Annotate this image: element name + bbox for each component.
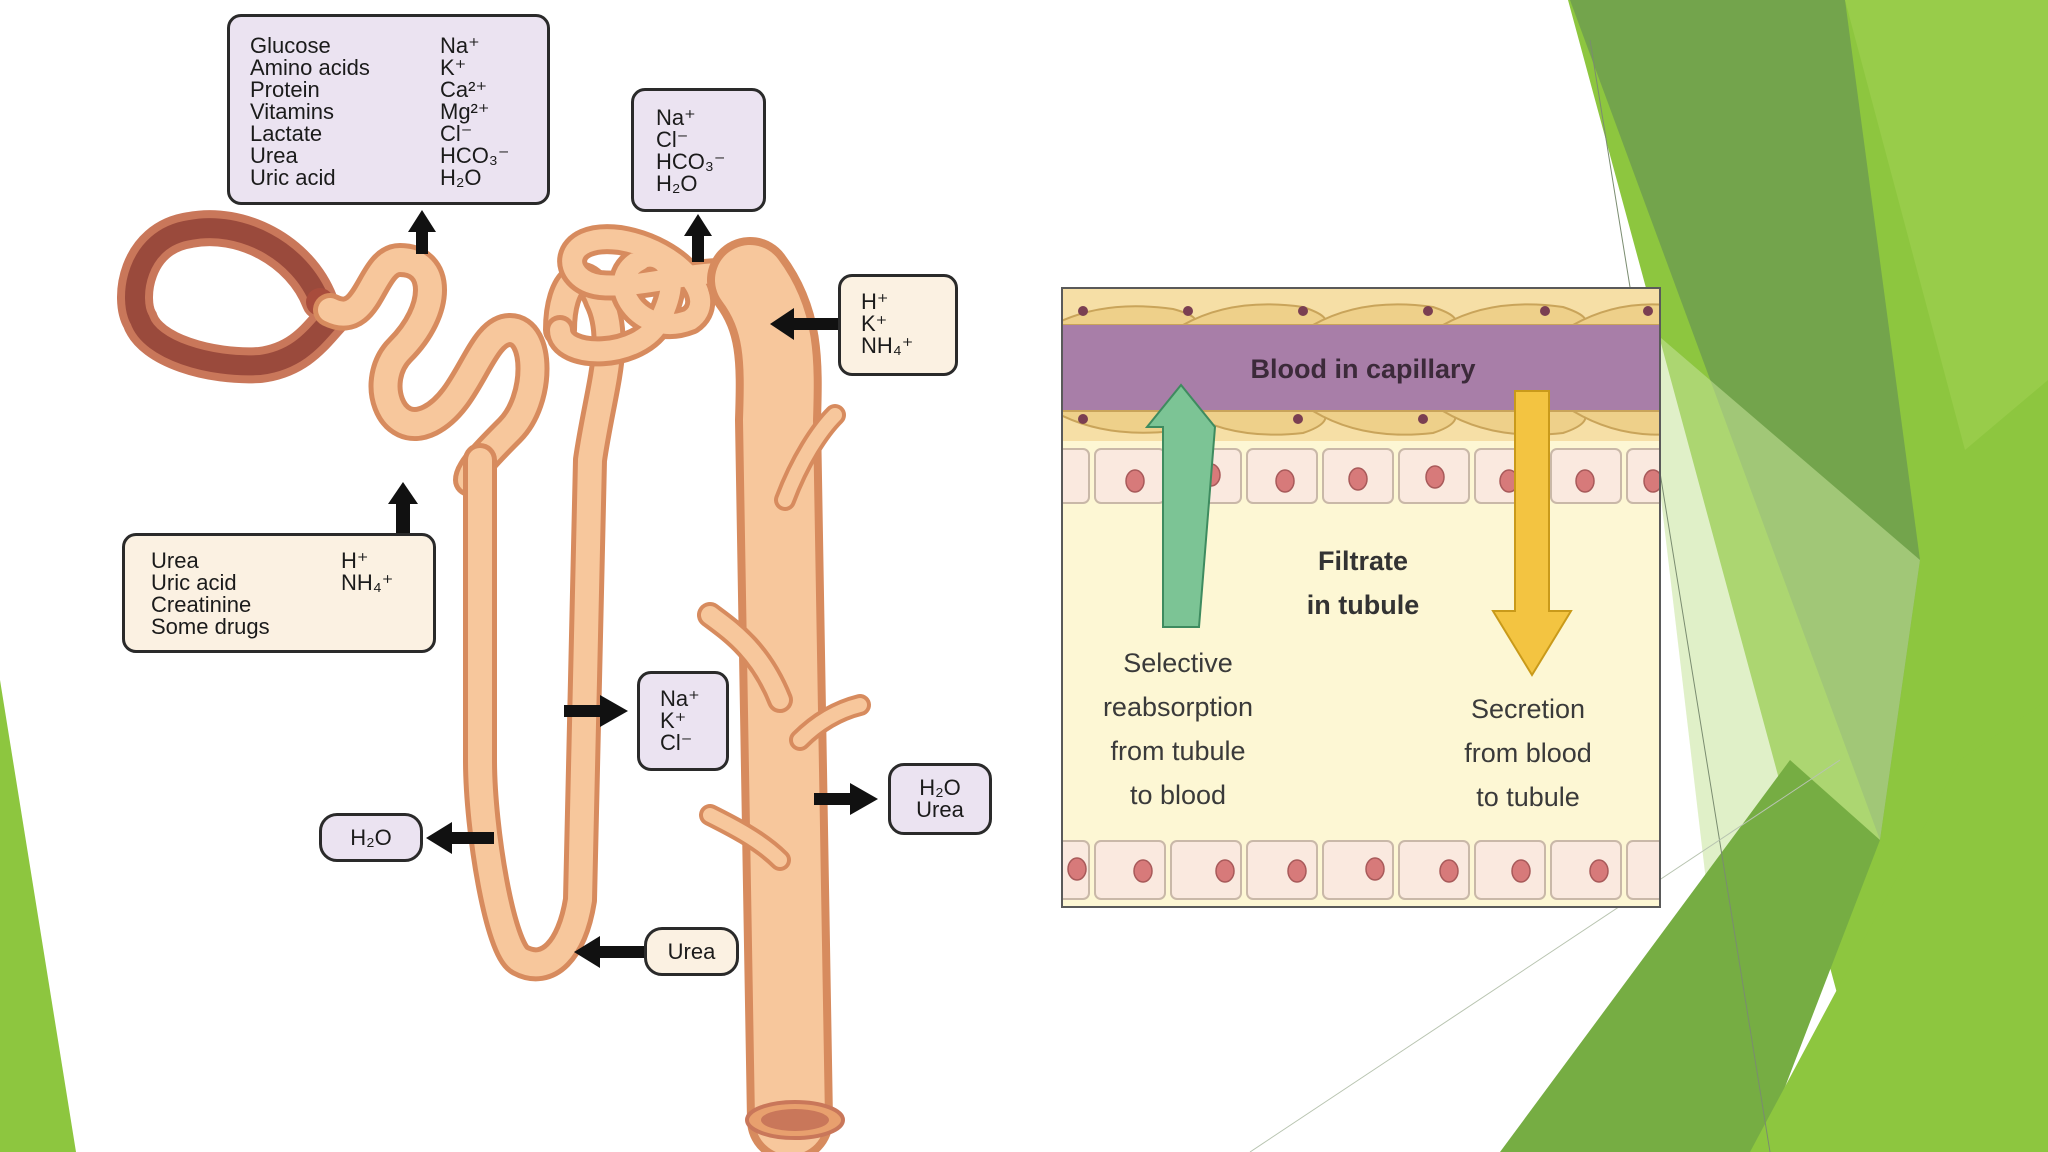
reabsorption-arrow (1144, 383, 1217, 628)
pct-ion: HCO₃⁻ (440, 143, 510, 168)
pct-ion: K⁺ (440, 55, 467, 80)
filtrate-line-2: in tubule (1306, 590, 1420, 620)
pct-ion: Na⁺ (440, 33, 480, 58)
reabsorption-line-4: to blood (1129, 780, 1227, 810)
pct-ion: Mg²⁺ (440, 99, 490, 124)
pct-ion: Cl⁻ (440, 121, 473, 146)
pct-secreted-item: Creatinine (151, 592, 252, 617)
loop-urea-label: Urea (667, 938, 716, 964)
arrows (388, 210, 878, 968)
descending-h2o: H₂O (350, 824, 392, 850)
ascending-limb-box: Na⁺ K⁺ Cl⁻ (637, 671, 729, 771)
ascending-ion: K⁺ (660, 708, 687, 733)
secretion-arrow (1491, 390, 1573, 677)
right-bottom-bright-shape (1750, 700, 2048, 1152)
arrow-right-ascending (564, 695, 628, 727)
pct-item: Lactate (250, 121, 323, 146)
secretion-cd-box: H⁺ K⁺ NH₄⁺ (838, 274, 958, 376)
pct-item: Protein (250, 77, 320, 102)
capillary (1063, 325, 1659, 411)
pct-secreted-item: Urea (151, 548, 199, 573)
cd-secreted-ion: H⁺ (861, 289, 889, 314)
ascending-ion: Cl⁻ (660, 730, 693, 755)
reabsorption-line-3: from tubule (1110, 736, 1246, 766)
pct-item: Uric acid (250, 165, 336, 190)
proximal-tubule-fill (318, 248, 545, 492)
descending-limb-box: H₂O (319, 813, 423, 862)
bowmans-capsule-inner (125, 218, 342, 376)
reabsorption-dct-box: Na⁺ Cl⁻ HCO₃⁻ H₂O (631, 88, 766, 212)
thin-line-2 (1249, 759, 1841, 1152)
pct-secreted-item: Uric acid (151, 570, 237, 595)
cd-secreted-ion: NH₄⁺ (861, 333, 914, 358)
reabsorption-line-1: Selective (1123, 648, 1233, 678)
secretion-pct-box: Urea Uric acid Creatinine Some drugs H⁺ … (122, 533, 436, 653)
duct-opening-inner (761, 1109, 829, 1131)
cd-h2o: H₂O (919, 775, 961, 800)
branch-2-fill (701, 606, 789, 709)
loop-urea-box: Urea (644, 927, 739, 976)
left-green-triangle (0, 680, 76, 1152)
collecting-duct-box: H₂O Urea (888, 763, 992, 835)
pct-ion: Ca²⁺ (440, 77, 488, 102)
pct-item: Vitamins (250, 99, 334, 124)
arrow-left-urea (574, 936, 644, 968)
reabsorption-label: Selective reabsorption from tubule to bl… (1083, 641, 1273, 817)
cd-urea: Urea (916, 797, 964, 822)
reabsorption-pct-box: Glucose Amino acids Protein Vitamins Lac… (227, 14, 550, 205)
pct-item: Glucose (250, 33, 331, 58)
arrow-up-secretion-pct (388, 482, 418, 534)
pct-secreted-ion: H⁺ (341, 548, 369, 573)
capillary-tubule-panel: Blood in capillary Filtrate in tubule Se… (1061, 287, 1661, 908)
arrow-up-pct (408, 210, 436, 254)
collecting-duct-fill (715, 245, 825, 1152)
thin-line-1 (1589, 39, 1771, 1152)
secretion-line-2: from blood (1464, 738, 1592, 768)
pct-secreted-ion: NH₄⁺ (341, 570, 394, 595)
dct-ion: H₂O (656, 171, 698, 196)
arrow-left-descending (426, 822, 494, 854)
secretion-label: Secretion from blood to tubule (1448, 687, 1608, 819)
arrow-up-dct (684, 214, 712, 262)
dct-ion: Cl⁻ (656, 127, 689, 152)
filtrate-line-1: Filtrate (1317, 546, 1409, 576)
ascending-ion: Na⁺ (660, 686, 700, 711)
dct-ion: Na⁺ (656, 105, 696, 130)
filtrate-label: Filtrate in tubule (1283, 539, 1443, 627)
pct-item: Amino acids (250, 55, 370, 80)
capillary-label: Blood in capillary (1250, 354, 1476, 384)
arrow-right-cd (814, 783, 878, 815)
distal-tubule-fill (550, 229, 760, 362)
cd-secreted-ion: K⁺ (861, 311, 888, 336)
panel-illustration (1063, 289, 1659, 900)
right-mid-green-shape (1500, 760, 1880, 1152)
right-top-bright-shape (1845, 0, 2048, 450)
branch-3-fill (793, 698, 867, 747)
secretion-line-1: Secretion (1470, 694, 1586, 724)
dct-ion: HCO₃⁻ (656, 149, 726, 174)
pct-item: Urea (250, 143, 298, 168)
branch-1-fill (778, 408, 842, 507)
pct-ion: H₂O (440, 165, 482, 190)
secretion-line-3: to tubule (1476, 782, 1580, 812)
branch-4-fill (703, 808, 787, 867)
arrow-left-secretion-cd (770, 308, 838, 340)
reabsorption-line-2: reabsorption (1102, 692, 1254, 722)
pct-secreted-item: Some drugs (151, 614, 270, 639)
